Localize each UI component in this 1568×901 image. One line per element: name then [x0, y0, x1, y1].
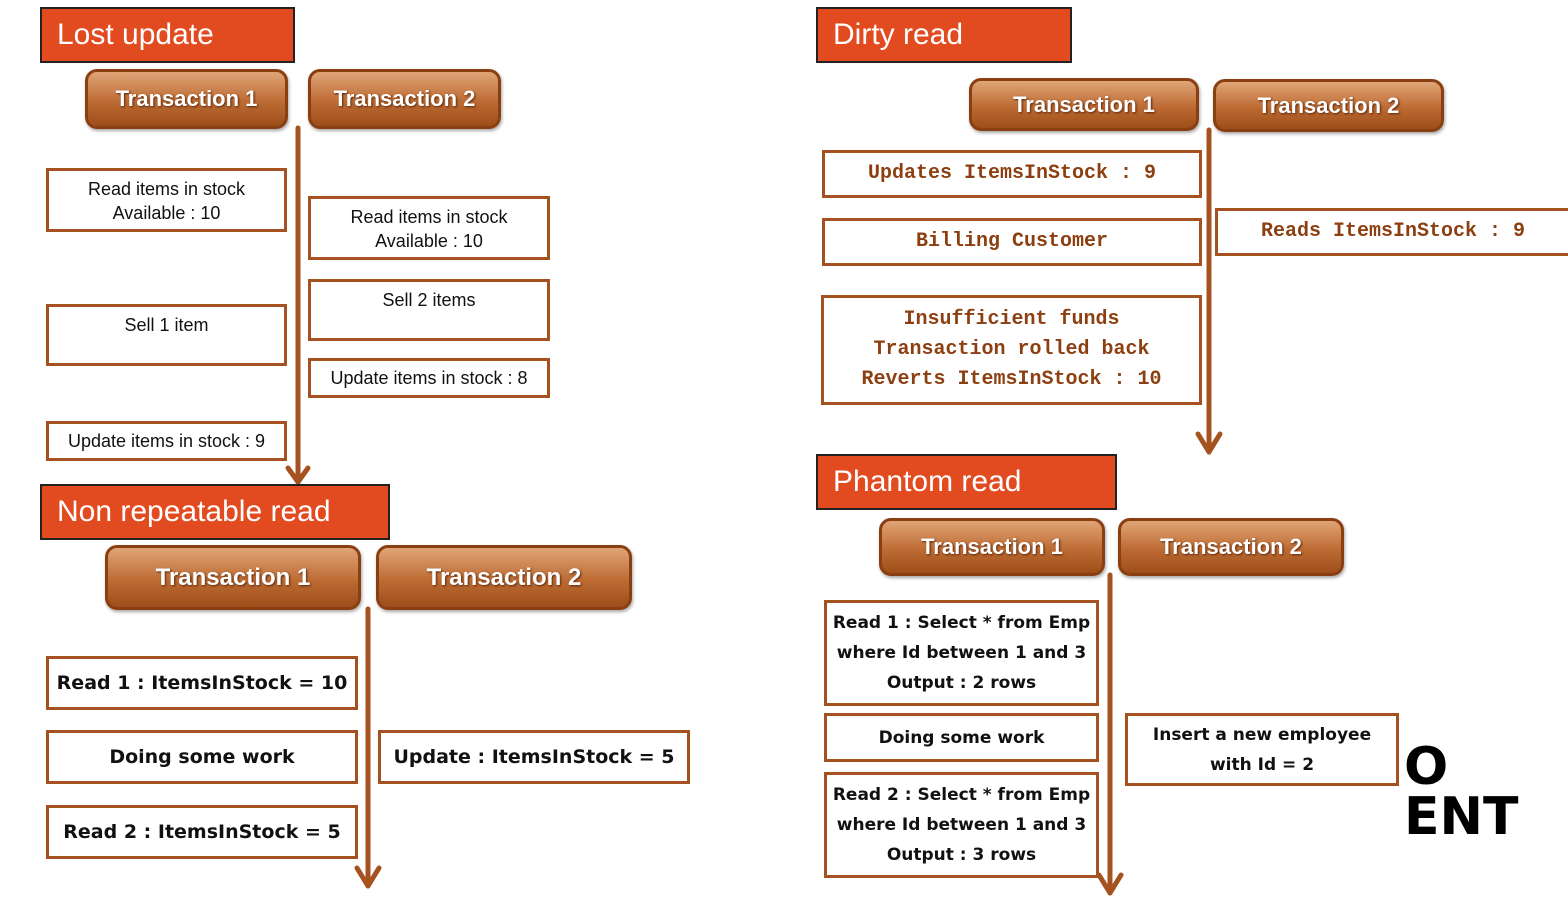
- lost-update-t1-update-step: Update items in stock : 9: [46, 421, 287, 461]
- dirty-read-title: Dirty read: [816, 7, 1072, 63]
- lost-update-t2-update-step: Update items in stock : 8: [308, 358, 550, 398]
- dirty-read-t1-billing-step: Billing Customer: [822, 218, 1202, 266]
- watermark-text: O ENT: [1404, 737, 1519, 847]
- phantom-read-transaction-2-header: Transaction 2: [1118, 518, 1344, 576]
- phantom-read-t1-work-step: Doing some work: [824, 713, 1099, 762]
- dirty-read-t1-update-step: Updates ItemsInStock : 9: [822, 150, 1202, 198]
- non-repeatable-t1-work-step: Doing some work: [46, 730, 358, 784]
- phantom-read-t1-read-2-step: Read 2 : Select * from Emp where Id betw…: [824, 772, 1099, 878]
- dirty-read-t2-read-step: Reads ItemsInStock : 9: [1215, 208, 1568, 256]
- phantom-read-transaction-1-header: Transaction 1: [879, 518, 1105, 576]
- dirty-read-transaction-2-header: Transaction 2: [1213, 79, 1444, 132]
- dirty-read-t1-rollback-step: Insufficient funds Transaction rolled ba…: [821, 295, 1202, 405]
- lost-update-t2-sell-step: Sell 2 items: [308, 279, 550, 341]
- non-repeatable-arrowhead: [354, 865, 382, 889]
- non-repeatable-t1-read-2-step: Read 2 : ItemsInStock = 5: [46, 805, 358, 859]
- dirty-read-transaction-1-header: Transaction 1: [969, 78, 1199, 131]
- phantom-read-arrowhead: [1096, 872, 1124, 896]
- lost-update-arrowhead: [285, 465, 311, 485]
- phantom-read-title: Phantom read: [816, 454, 1117, 510]
- phantom-read-t1-read-1-step: Read 1 : Select * from Emp where Id betw…: [824, 600, 1099, 706]
- lost-update-transaction-2-header: Transaction 2: [308, 69, 501, 129]
- lost-update-title: Lost update: [40, 7, 295, 63]
- non-repeatable-transaction-2-header: Transaction 2: [376, 545, 632, 610]
- lost-update-transaction-1-header: Transaction 1: [85, 69, 288, 129]
- lost-update-t1-sell-step: Sell 1 item: [46, 304, 287, 366]
- non-repeatable-t1-read-1-step: Read 1 : ItemsInStock = 10: [46, 656, 358, 710]
- non-repeatable-transaction-1-header: Transaction 1: [105, 545, 361, 610]
- lost-update-t2-read-step: Read items in stock Available : 10: [308, 196, 550, 260]
- phantom-read-t2-insert-step: Insert a new employee with Id = 2: [1125, 713, 1399, 786]
- lost-update-t1-read-step: Read items in stock Available : 10: [46, 168, 287, 232]
- non-repeatable-t2-update-step: Update : ItemsInStock = 5: [378, 730, 690, 784]
- dirty-read-arrowhead: [1195, 431, 1223, 455]
- non-repeatable-read-title: Non repeatable read: [40, 484, 390, 540]
